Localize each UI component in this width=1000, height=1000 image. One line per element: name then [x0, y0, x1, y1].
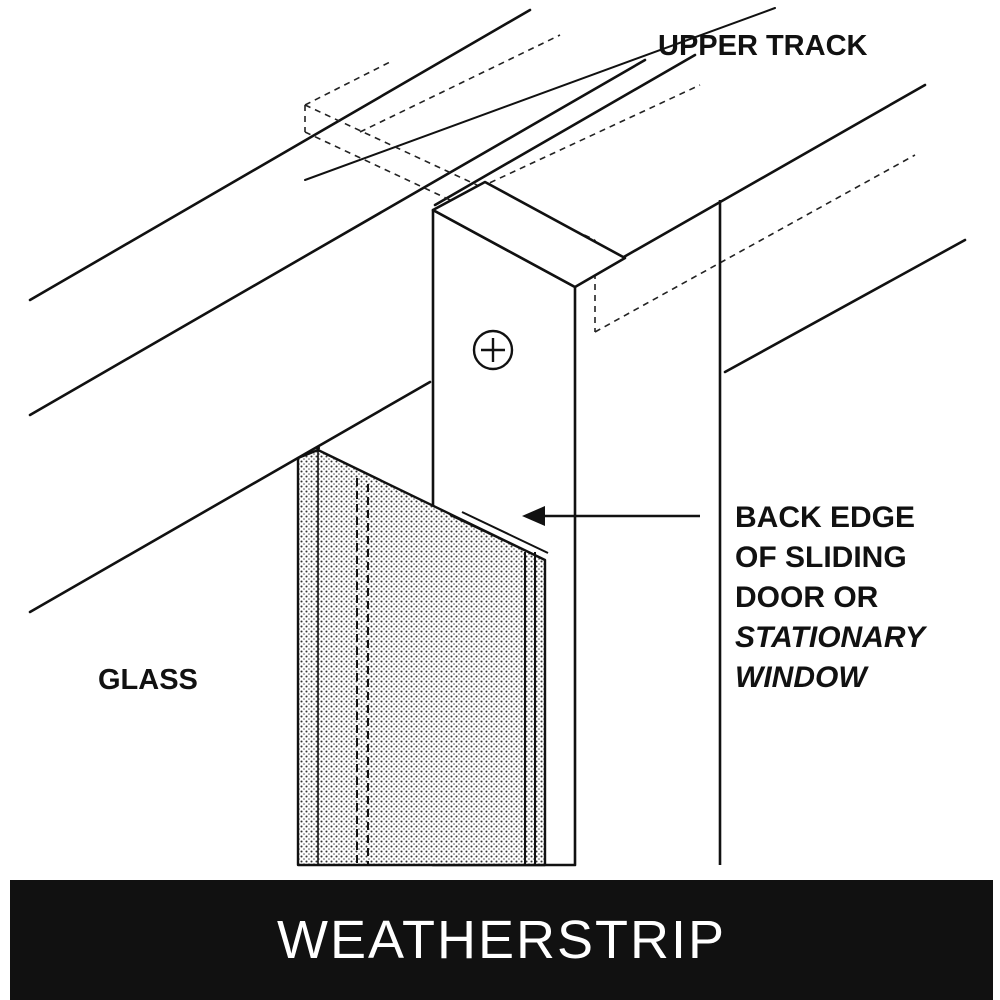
back-edge-line-2: OF SLIDING	[735, 541, 907, 574]
upper-track	[28, 7, 967, 614]
arrow-left-icon	[522, 506, 700, 526]
diagram-drawing	[28, 7, 967, 867]
back-edge-line-1: BACK EDGE	[735, 501, 916, 534]
back-edge-label: BACK EDGE OF SLIDING DOOR OR STATIONARY …	[735, 498, 925, 698]
glass-label: GLASS	[98, 664, 198, 696]
banner-title: WEATHERSTRIP	[276, 910, 726, 970]
back-edge-line-5: WINDOW	[735, 661, 867, 694]
back-edge-line-4: STATIONARY	[735, 621, 926, 654]
upper-track-label: UPPER TRACK	[658, 30, 868, 62]
title-banner: WEATHERSTRIP	[10, 880, 993, 1000]
back-edge-line-3: DOOR OR	[735, 581, 879, 614]
screw-icon	[472, 329, 514, 371]
weatherstrip-strip	[296, 448, 549, 867]
specks	[316, 446, 320, 450]
